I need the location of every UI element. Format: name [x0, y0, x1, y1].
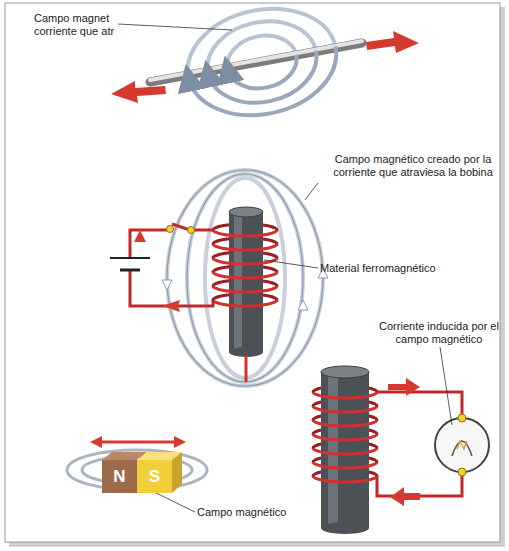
callout-label: Campo magnético creado por la corriente …: [316, 153, 509, 179]
pole-letter: N: [113, 467, 125, 487]
callout-label: Campo magnético: [197, 506, 307, 519]
callout-label: Campo magnet corriente que atr: [34, 12, 130, 38]
callout-label: Corriente inducida por el campo magnétic…: [376, 320, 502, 346]
callout-label: Material ferromagnético: [320, 262, 460, 275]
induction-coil: [313, 347, 489, 534]
frame: [5, 3, 500, 542]
magnet-north-pole: N: [102, 460, 137, 493]
electromagnet: [110, 170, 328, 386]
pole-letter: S: [149, 467, 160, 487]
permanent-magnet: [67, 436, 207, 512]
wire-field: [111, 0, 419, 128]
magnet-south-pole: S: [137, 460, 172, 493]
